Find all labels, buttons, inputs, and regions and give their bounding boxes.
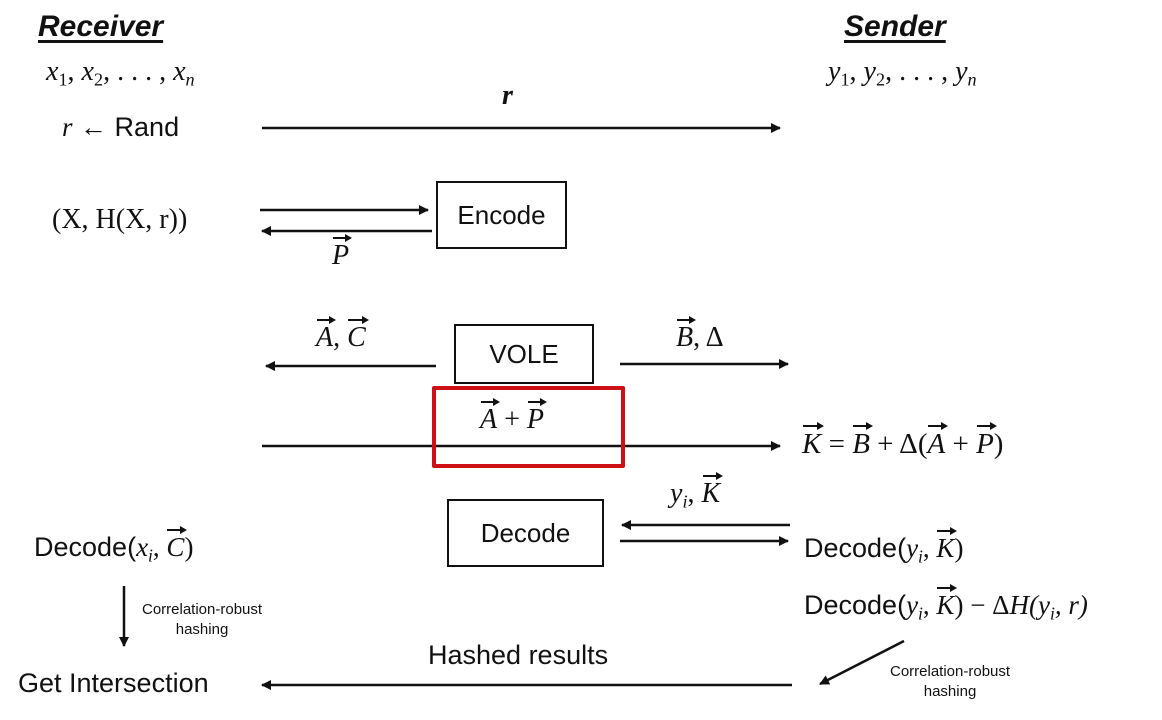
receiver-inputs: x1, x2, . . . , xn bbox=[46, 56, 195, 90]
vole-label: VOLE bbox=[489, 338, 559, 369]
arrow-sender-hash bbox=[819, 639, 905, 686]
sender-inputs: y1, y2, . . . , yn bbox=[828, 56, 977, 90]
decode-label: Decode bbox=[480, 517, 571, 548]
message-yi-k: yi, K bbox=[670, 471, 723, 512]
message-p: P bbox=[332, 233, 353, 271]
message-hashed-results: Hashed results bbox=[428, 640, 609, 670]
sender-decode: Decode(yi, K) bbox=[804, 526, 964, 567]
sender-decode-minus-hash: Decode(yi, K) − ΔH(yi, r) bbox=[804, 583, 1088, 624]
receiver-title: Receiver bbox=[38, 10, 164, 43]
receiver-decode: Decode(xi, C) bbox=[34, 525, 194, 566]
vole-box: VOLE bbox=[454, 324, 594, 384]
receiver-rand: r ← Rand bbox=[62, 112, 180, 142]
encode-box: Encode bbox=[436, 181, 567, 249]
message-b-delta: B, Δ bbox=[676, 315, 724, 353]
message-a-plus-p: A + P bbox=[480, 397, 548, 435]
highlight-box bbox=[432, 386, 625, 468]
decode-box: Decode bbox=[447, 499, 604, 567]
encode-label: Encode bbox=[457, 199, 546, 230]
sender-key-equation: K = B + Δ(A + P) bbox=[802, 421, 1004, 460]
get-intersection: Get Intersection bbox=[18, 668, 209, 698]
sender-title: Sender bbox=[844, 10, 946, 43]
message-a-c: A, C bbox=[316, 315, 369, 353]
message-r: r bbox=[502, 80, 513, 111]
receiver-encode-input: (X, H(X, r)) bbox=[52, 204, 188, 235]
